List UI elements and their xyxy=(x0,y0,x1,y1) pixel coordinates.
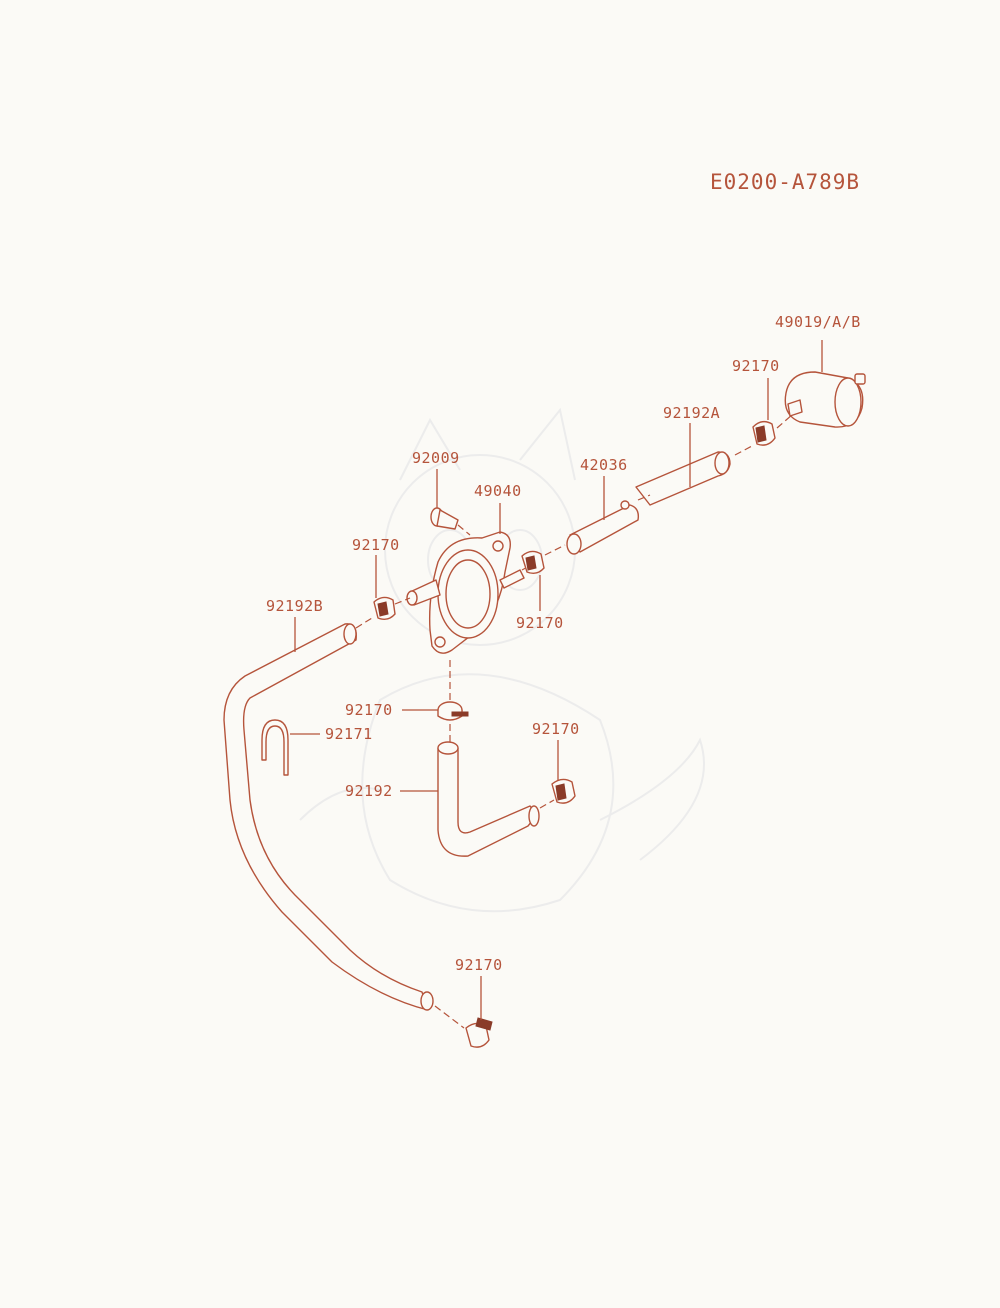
clamp-filter xyxy=(734,378,794,456)
hose-elbow xyxy=(400,741,540,857)
clamp-pump-left xyxy=(355,555,411,629)
label-hose-elbow: 92192 xyxy=(345,782,393,800)
clamp-pump-right xyxy=(521,544,566,611)
hose-clip xyxy=(261,719,320,776)
bolt xyxy=(430,469,471,536)
label-hose-b: 92192B xyxy=(266,597,323,615)
label-fuel-pump: 49040 xyxy=(474,482,522,500)
label-clamp-elbow: 92170 xyxy=(532,720,580,738)
diagram-code: E0200-A789B xyxy=(710,170,860,194)
fuel-filter xyxy=(784,340,866,428)
label-clamp-hose-end: 92170 xyxy=(455,956,503,974)
label-hose-clip: 92171 xyxy=(325,725,373,743)
label-joint: 42036 xyxy=(580,456,628,474)
clamp-pump-bottom xyxy=(402,701,469,742)
joint xyxy=(566,476,651,555)
label-clamp-pump-bottom: 92170 xyxy=(345,701,393,719)
label-bolt: 92009 xyxy=(412,449,460,467)
label-hose-a: 92192A xyxy=(663,404,720,422)
fuel-pump xyxy=(406,503,541,700)
label-fuel-filter: 49019/A/B xyxy=(775,313,861,331)
clamp-hose-end xyxy=(434,976,493,1048)
hose-b xyxy=(223,617,434,1011)
label-clamp-pump-left: 92170 xyxy=(352,536,400,554)
clamp-elbow xyxy=(539,740,576,809)
label-clamp-pump-right: 92170 xyxy=(516,614,564,632)
label-clamp-filter: 92170 xyxy=(732,357,780,375)
hose-a xyxy=(635,423,731,506)
